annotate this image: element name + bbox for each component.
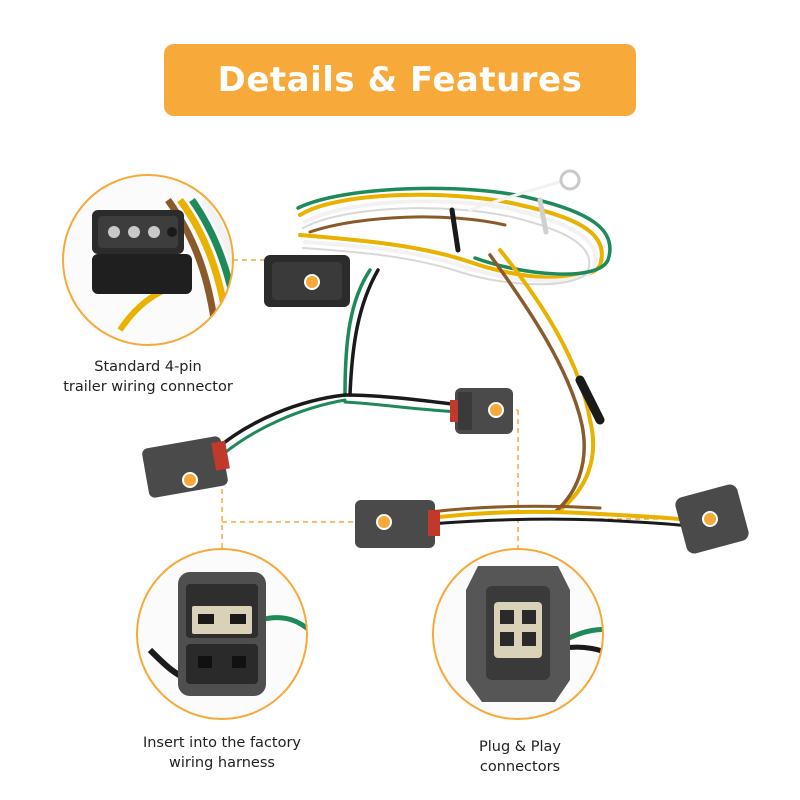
details-features-banner: Details & Features: [164, 44, 636, 116]
caption-plug-play: Plug & Play connectors: [390, 737, 650, 777]
connector-top-middle: [450, 388, 513, 434]
marker-dots: [182, 274, 718, 530]
wire-bundle: [296, 169, 612, 286]
connector-left: [142, 436, 230, 498]
caption-factory: Insert into the factory wiring harness: [92, 733, 352, 773]
connector-bottom-middle: [355, 500, 440, 548]
detail-circle-plug-play: [432, 548, 604, 720]
detail-circle-factory: [136, 548, 308, 720]
caption-factory-line1: Insert into the factory: [142, 735, 302, 751]
caption-factory-line2: wiring harness: [169, 755, 275, 771]
caption-plug-play-line2: connectors: [479, 759, 561, 775]
caption-four-pin-line1: Standard 4-pin: [94, 359, 202, 375]
banner-title: Details & Features: [217, 60, 583, 100]
caption-four-pin: Standard 4-pin trailer wiring connector: [18, 357, 278, 397]
caption-four-pin-line2: trailer wiring connector: [63, 379, 233, 395]
caption-plug-play-line1: Plug & Play: [479, 739, 561, 755]
detail-circle-four-pin: [62, 174, 234, 346]
branch-wires: [213, 248, 692, 528]
